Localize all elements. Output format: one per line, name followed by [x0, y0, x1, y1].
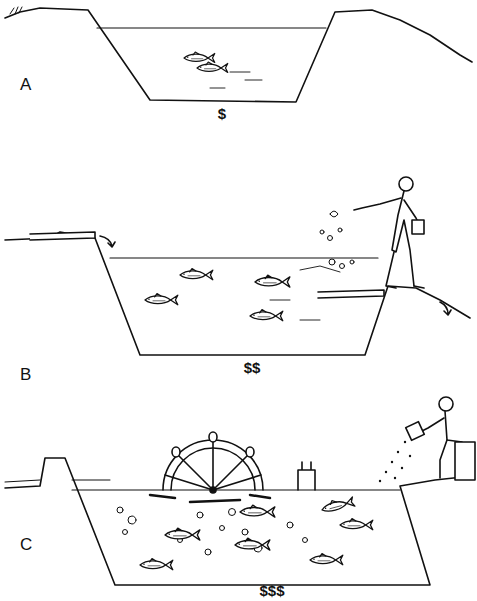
panel-letter: C: [20, 536, 32, 553]
cost-label: $$$: [259, 583, 284, 598]
panel-letter: A: [20, 76, 31, 93]
pond-c: [5, 397, 475, 585]
farmer-figure: [354, 177, 424, 288]
cost-label: $$: [244, 360, 261, 375]
panel-letter: B: [20, 366, 31, 383]
paddlewheel: [150, 432, 270, 502]
pond-b: [5, 177, 470, 355]
pond-a: [5, 7, 472, 102]
farmer-figure: [406, 397, 475, 480]
cost-label: $: [218, 106, 226, 121]
